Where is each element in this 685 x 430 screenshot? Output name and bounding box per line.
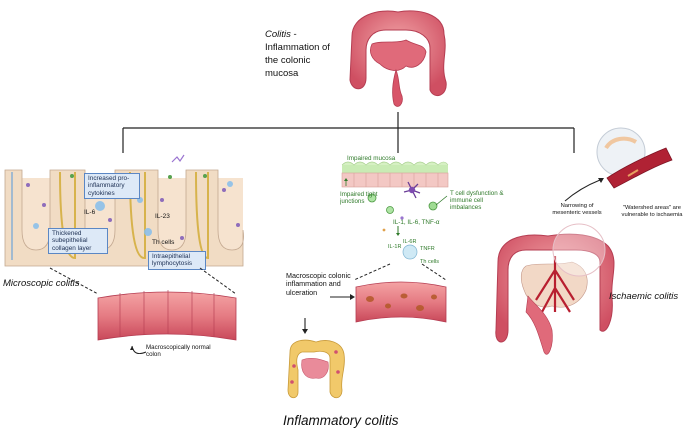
th-cells-label: Th cells	[152, 239, 175, 246]
narrowing-label: Narrowing of mesenteric vessels	[552, 203, 602, 216]
tcell-wrap: T cell dysfunction & immune cell imbalan…	[450, 190, 504, 212]
inflammatory-mucosa-illustration	[341, 161, 449, 260]
il6r-label: IL-6R	[403, 239, 416, 245]
watershed-wrap: "Watershed areas" are vulnerable to isch…	[621, 205, 683, 218]
il23-label: IL-23	[155, 213, 170, 220]
il1r-label: IL-1R	[388, 244, 401, 250]
macro-right-arrowhead	[350, 294, 355, 300]
macro-label-wrap: Macroscopic colonic inflammation and ulc…	[286, 272, 351, 297]
macro-arrows	[304, 296, 352, 330]
ulcerated-colon-segment	[355, 281, 447, 323]
collagen-box: Thickened subepithelial collagen layer	[48, 228, 108, 255]
watershed-label: "Watershed areas" are vulnerable to isch…	[621, 205, 683, 218]
top-title-line1: Colitis -	[265, 29, 297, 40]
normal-colon-arrowhead	[130, 346, 134, 350]
top-title-italic: Colitis	[265, 29, 291, 40]
normal-colon-arrow	[131, 345, 147, 354]
lympho-box-wrap: Intraepithelial lymphocytosis	[148, 251, 206, 270]
cytokines-box-wrap: Increased pro-inflammatory cytokines	[84, 173, 140, 200]
narrowed-vessel-illustration	[596, 127, 673, 189]
inflammatory-zoom-lines	[353, 263, 447, 281]
inflam-th-label: Th cells	[420, 259, 439, 265]
impaired-mucosa-label: Impaired mucosa	[347, 155, 396, 162]
inflamed-colon-illustration	[287, 339, 345, 399]
macro-label: Macroscopic colonic inflammation and ulc…	[286, 272, 351, 297]
normal-colon-label-wrap: Macroscopically normal colon	[146, 344, 211, 359]
top-title-rest: -	[291, 29, 297, 40]
ischaemic-colon-illustration	[495, 223, 615, 355]
normal-colon-segment	[97, 290, 237, 341]
tree-connectors	[122, 112, 575, 153]
collagen-box-wrap: Thickened subepithelial collagen layer	[48, 228, 108, 255]
colon-illustration-top	[349, 10, 447, 107]
microscopic-title: Microscopic colitis	[3, 278, 80, 289]
tight-junctions-wrap: Impaired tight junctions	[340, 191, 378, 206]
lympho-box: Intraepithelial lymphocytosis	[148, 251, 206, 270]
top-title-line2: Inflammation of	[265, 42, 330, 53]
top-title-line3: the colonic	[265, 55, 311, 66]
il6-label: IL-6	[84, 209, 96, 216]
normal-colon-label: Macroscopically normal colon	[146, 344, 211, 359]
inflammatory-title: Inflammatory colitis	[283, 413, 399, 428]
impaired-mucosa-line1: Impaired mucosa	[347, 155, 396, 162]
narrowing-wrap: Narrowing of mesenteric vessels	[552, 203, 602, 216]
vessel-arrow	[564, 179, 601, 202]
microscopic-crypts-illustration	[4, 154, 244, 267]
ischaemic-title: Ischaemic colitis	[609, 291, 678, 302]
inflam-cytokines-label: IL-1, IL-6, TNF-α	[393, 219, 440, 226]
top-title-line4: mucosa	[265, 68, 299, 79]
vessel-arrowhead	[598, 178, 604, 183]
tight-junctions-label: Impaired tight junctions	[340, 191, 378, 206]
microscopic-zoom-lines	[49, 267, 237, 295]
macro-down-arrowhead	[302, 329, 308, 334]
tnfr-label: TNFR	[420, 246, 435, 252]
tcell-label: T cell dysfunction & immune cell imbalan…	[450, 190, 504, 212]
cytokines-box: Increased pro-inflammatory cytokines	[84, 173, 140, 200]
